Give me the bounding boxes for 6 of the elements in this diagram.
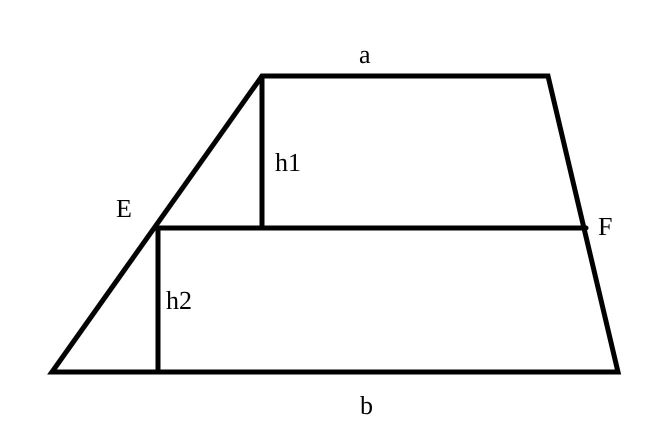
side-label: a (359, 42, 371, 68)
side-label: b (360, 393, 373, 419)
point-label: F (598, 214, 612, 240)
height-label: h1 (275, 150, 301, 176)
height-label: h2 (166, 288, 192, 314)
point-label: E (116, 196, 132, 222)
